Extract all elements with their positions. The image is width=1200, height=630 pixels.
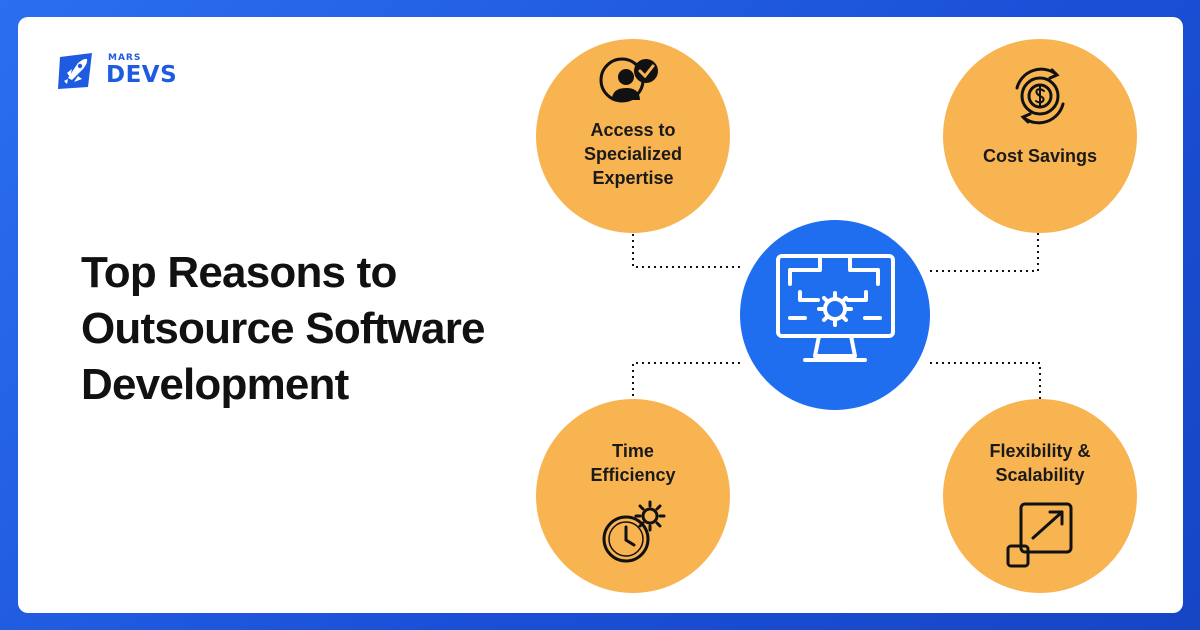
scale-arrow-icon xyxy=(1006,502,1073,568)
title-line-3: Development xyxy=(81,360,349,409)
marsdevs-logo[interactable]: MARS DEVS xyxy=(54,49,194,93)
expert-check-icon xyxy=(599,57,658,103)
node-expertise-circle xyxy=(536,39,730,233)
node-time-circle xyxy=(536,399,730,593)
rocket-logo-icon xyxy=(58,53,92,89)
connector-flex xyxy=(930,362,1044,422)
node-expertise-label: Access to Specialized Expertise xyxy=(583,120,683,188)
clock-gear-icon xyxy=(602,500,666,563)
node-cost-circle xyxy=(943,39,1137,233)
center-circle xyxy=(740,220,930,410)
node-time-label: Time Efficiency xyxy=(590,441,676,485)
title-line-2: Outsource Software xyxy=(81,304,485,353)
node-flex-circle xyxy=(943,399,1137,593)
node-cost-label: Cost Savings xyxy=(982,146,1098,166)
logo-wordmark: DEVS xyxy=(106,62,178,88)
title-line-1: Top Reasons to xyxy=(81,248,397,297)
monitor-circuit-gear-icon xyxy=(776,254,895,362)
node-flex-label: Flexibility & Scalability xyxy=(989,441,1091,485)
dollar-cycle-icon xyxy=(1015,67,1065,125)
logo-subtext: MARS xyxy=(108,53,142,63)
page-title: Top Reasons to Outsource Software Develo… xyxy=(81,245,561,413)
